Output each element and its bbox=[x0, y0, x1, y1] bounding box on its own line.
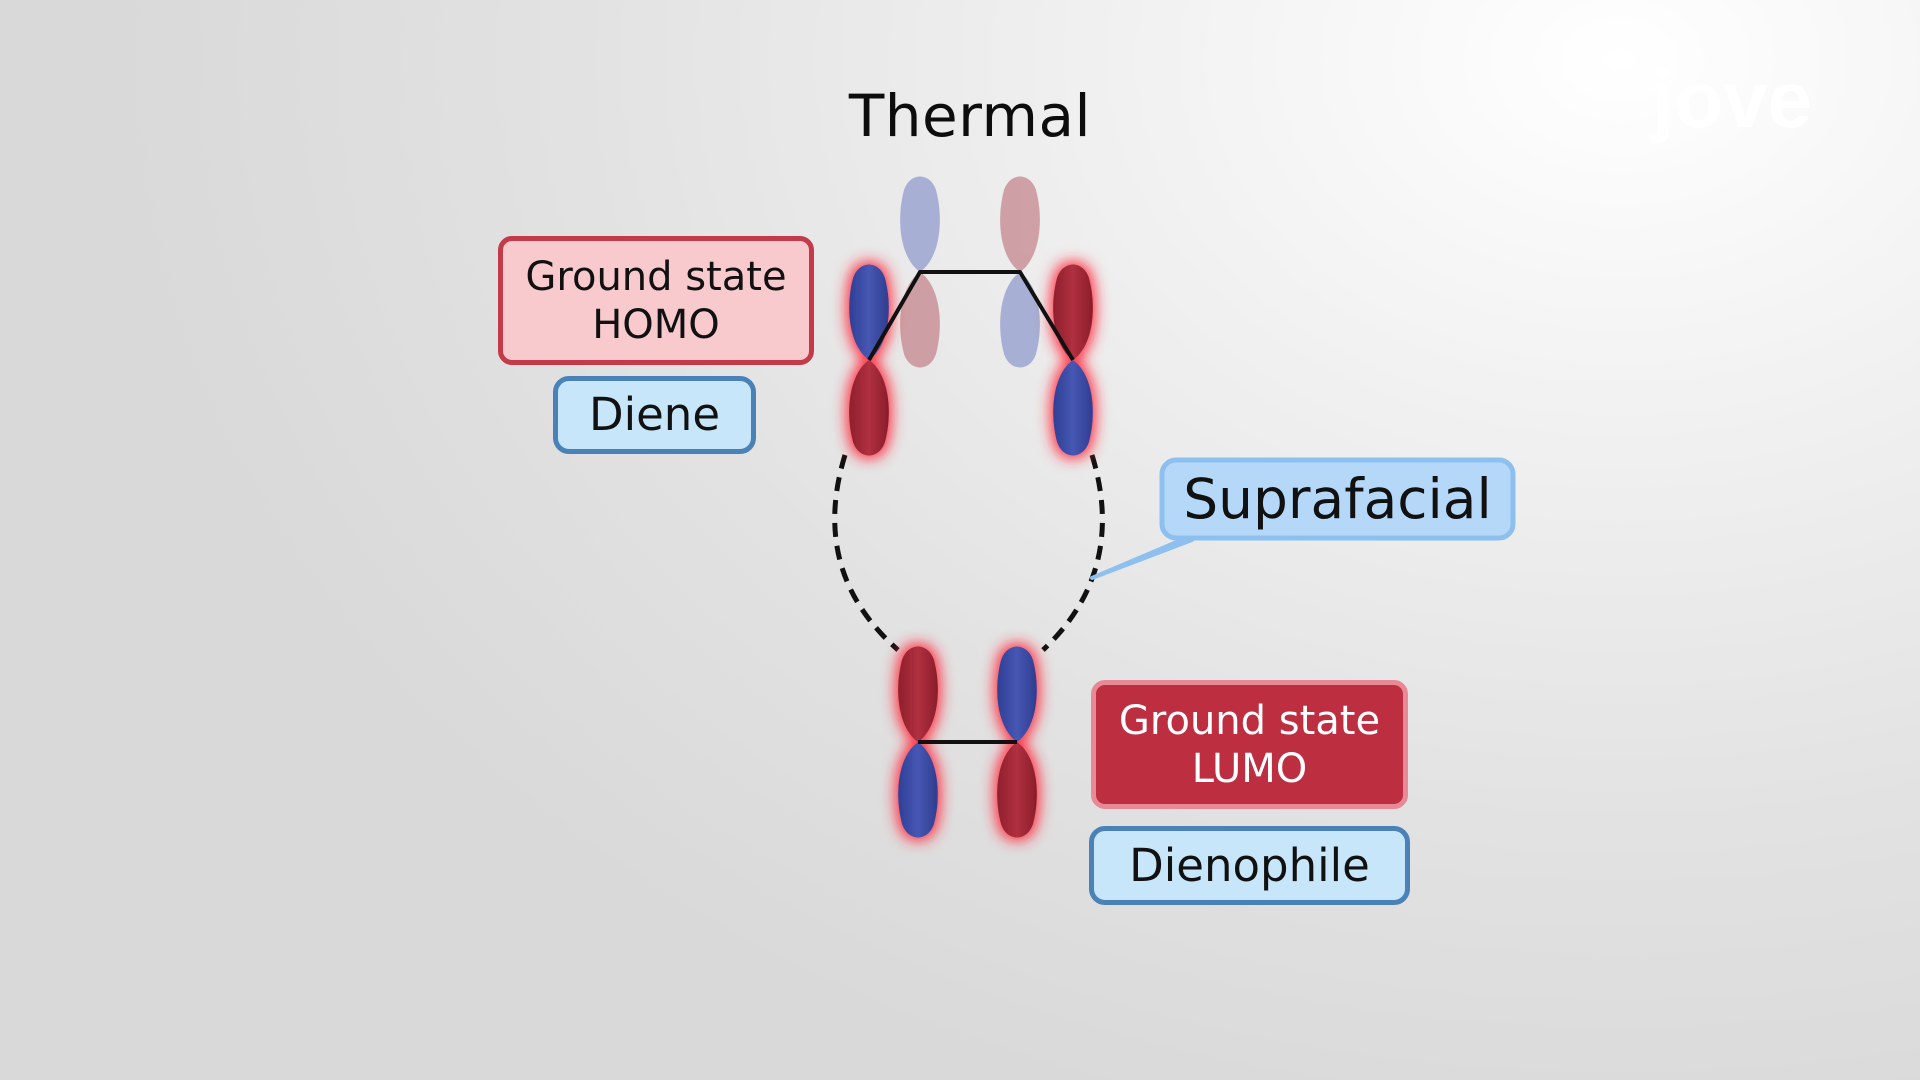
diagram-title: Thermal bbox=[848, 82, 1092, 150]
diene-label: Diene bbox=[553, 376, 756, 454]
diene-c2-bottom-lobe bbox=[900, 272, 940, 368]
diene-skeleton bbox=[867, 270, 1075, 362]
dienophile-c2-top-lobe bbox=[997, 646, 1037, 742]
lumo-label-line2: LUMO bbox=[1191, 745, 1308, 792]
dienophile-c1-bottom-lobe bbox=[898, 742, 938, 838]
diene-c1-top-lobe bbox=[849, 264, 889, 360]
diene-c4-top-lobe bbox=[1053, 264, 1093, 360]
dienophile-label: Dienophile bbox=[1089, 826, 1410, 905]
suprafacial-left-path bbox=[832, 454, 900, 652]
suprafacial-callout-text: Suprafacial bbox=[1183, 467, 1492, 531]
diene-terminal-orbitals bbox=[849, 264, 1093, 456]
jove-logo-text: jove bbox=[1650, 55, 1812, 144]
suprafacial-right-path bbox=[1041, 454, 1105, 652]
diene-inner-orbitals bbox=[900, 176, 1040, 368]
dienophile-c2-bottom-lobe bbox=[997, 742, 1037, 838]
jove-logo: jove bbox=[1650, 55, 1812, 144]
homo-label-line2: HOMO bbox=[592, 301, 720, 348]
diene-c3-top-lobe bbox=[1000, 176, 1040, 272]
diene-c1-bottom-lobe bbox=[849, 360, 889, 456]
diene-c3-bottom-lobe bbox=[1000, 272, 1040, 368]
dienophile-label-text: Dienophile bbox=[1129, 838, 1370, 892]
dienophile-c1-top-lobe bbox=[898, 646, 938, 742]
diene-c4-bottom-lobe bbox=[1053, 360, 1093, 456]
lumo-label: Ground state LUMO bbox=[1091, 680, 1408, 809]
homo-label-line1: Ground state bbox=[525, 253, 787, 300]
dienophile-orbitals bbox=[898, 646, 1037, 838]
diene-label-text: Diene bbox=[588, 388, 721, 441]
homo-label: Ground state HOMO bbox=[498, 236, 814, 365]
diene-c2-top-lobe bbox=[900, 176, 940, 272]
lumo-label-line1: Ground state bbox=[1118, 697, 1381, 744]
suprafacial-callout bbox=[1090, 457, 1516, 580]
